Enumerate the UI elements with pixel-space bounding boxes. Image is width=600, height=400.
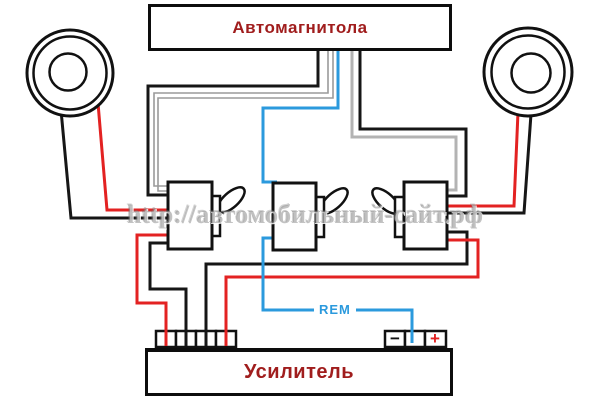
plus-terminal-label: +	[430, 328, 440, 348]
wire-connector3-black-to-amp	[204, 230, 469, 346]
wire-right-speaker-red	[443, 111, 520, 208]
wire-headunit-black-right	[358, 48, 468, 198]
amplifier-box: Усилитель	[145, 348, 453, 396]
amplifier-label: Усилитель	[243, 361, 355, 383]
right-speaker	[482, 26, 574, 118]
left-speaker	[25, 28, 115, 118]
wire-headunit-black-left	[146, 48, 320, 197]
wire-headunit-gray-pair-a	[153, 48, 329, 187]
wire-connector3-red-to-amp	[224, 238, 480, 346]
wire-connector1-red-to-amp	[135, 233, 172, 346]
wire-headunit-blue-rem	[261, 48, 340, 184]
rem-wire-label: REM	[314, 302, 356, 317]
minus-terminal-label: −	[390, 328, 400, 348]
wire-right-speaker-black	[443, 113, 533, 215]
connector-2	[271, 181, 349, 252]
wire-headunit-gray-right	[350, 48, 458, 192]
amp-power-terminals	[383, 329, 448, 349]
head-unit-label: Автомагнитола	[232, 17, 368, 37]
head-unit-box: Автомагнитола	[148, 4, 452, 51]
wire-rem-to-amp	[261, 236, 414, 343]
wire-headunit-gray-pair-b	[157, 48, 334, 192]
amp-speaker-terminals	[154, 329, 238, 349]
right-speaker-dust-cap	[510, 52, 552, 94]
power-terminal-plus	[423, 329, 448, 349]
left-speaker-dust-cap	[48, 52, 88, 92]
connector-1-body	[166, 180, 214, 251]
power-terminal-rem	[403, 329, 427, 349]
wire-left-speaker-red	[96, 102, 172, 212]
connector-2-body	[271, 181, 318, 252]
wire-connector1-black-to-amp	[148, 241, 188, 346]
connector-1	[166, 180, 246, 251]
connector-3	[371, 180, 449, 251]
connector-3-body	[402, 180, 449, 251]
wire-left-speaker-black	[59, 109, 172, 220]
